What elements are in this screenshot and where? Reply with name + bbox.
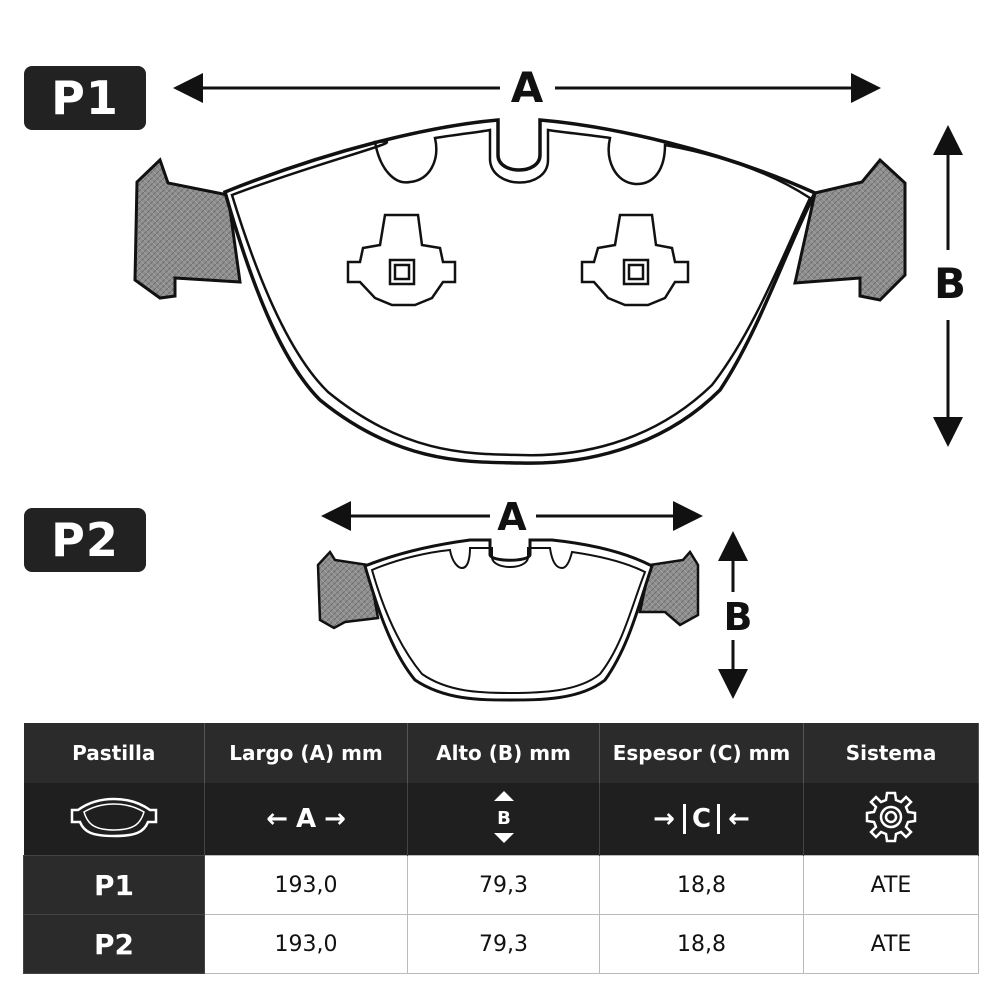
spec-table-header-row: Pastilla Largo (A) mm Alto (B) mm Espeso… [23, 723, 979, 783]
brake-pad-icon [23, 783, 205, 856]
p1-dim-b-label: B [934, 259, 966, 308]
header-largo: Largo (A) mm [204, 723, 408, 783]
row-p1-espesor: 18,8 [599, 855, 804, 915]
height-arrows-icon: B [407, 783, 600, 856]
row-p1-alto: 79,3 [407, 855, 600, 915]
header-sistema: Sistema [803, 723, 979, 783]
row-p1-name: P1 [23, 855, 205, 915]
row-p1-sistema: ATE [803, 855, 979, 915]
p2-dim-b-label: B [724, 595, 753, 639]
pad-p2-label: P2 [24, 508, 146, 572]
row-p2-largo: 193,0 [204, 914, 408, 974]
pad-p1-drawing: A B [133, 63, 966, 465]
p1-right-clip [580, 213, 690, 307]
spec-table: Pastilla Largo (A) mm Alto (B) mm Espeso… [23, 723, 979, 974]
gear-icon [803, 783, 979, 856]
p2-body-outline [363, 538, 654, 702]
p1-dim-a-label: A [511, 63, 544, 112]
row-p2-espesor: 18,8 [599, 914, 804, 974]
width-arrows-icon: ←A→ [204, 783, 408, 856]
p1-body-outline [222, 118, 818, 465]
p1-friction-outline [230, 128, 812, 457]
brake-pad-drawings: A B A B [133, 63, 966, 702]
p1-left-clip [346, 213, 457, 307]
row-p2-sistema: ATE [803, 914, 979, 974]
spec-table-icon-row: ←A→ B →C← [23, 783, 979, 856]
p2-right-ear [638, 549, 700, 627]
row-p2-alto: 79,3 [407, 914, 600, 974]
p2-dim-a-label: A [497, 495, 527, 539]
header-pastilla: Pastilla [23, 723, 205, 783]
svg-text:B: B [497, 808, 511, 829]
pad-p2-drawing: A B [316, 495, 753, 702]
table-row: P1 193,0 79,3 18,8 ATE [23, 855, 979, 915]
table-row: P2 193,0 79,3 18,8 ATE [23, 914, 979, 974]
p2-left-ear [316, 549, 380, 630]
row-p2-name: P2 [23, 914, 205, 974]
p1-right-ear [793, 157, 907, 302]
row-p1-largo: 193,0 [204, 855, 408, 915]
p1-left-ear [133, 157, 242, 300]
pad-p1-label: P1 [24, 66, 146, 130]
thickness-arrows-icon: →C← [599, 783, 804, 856]
p2-friction-outline [370, 547, 647, 695]
header-espesor: Espesor (C) mm [599, 723, 804, 783]
header-alto: Alto (B) mm [407, 723, 600, 783]
